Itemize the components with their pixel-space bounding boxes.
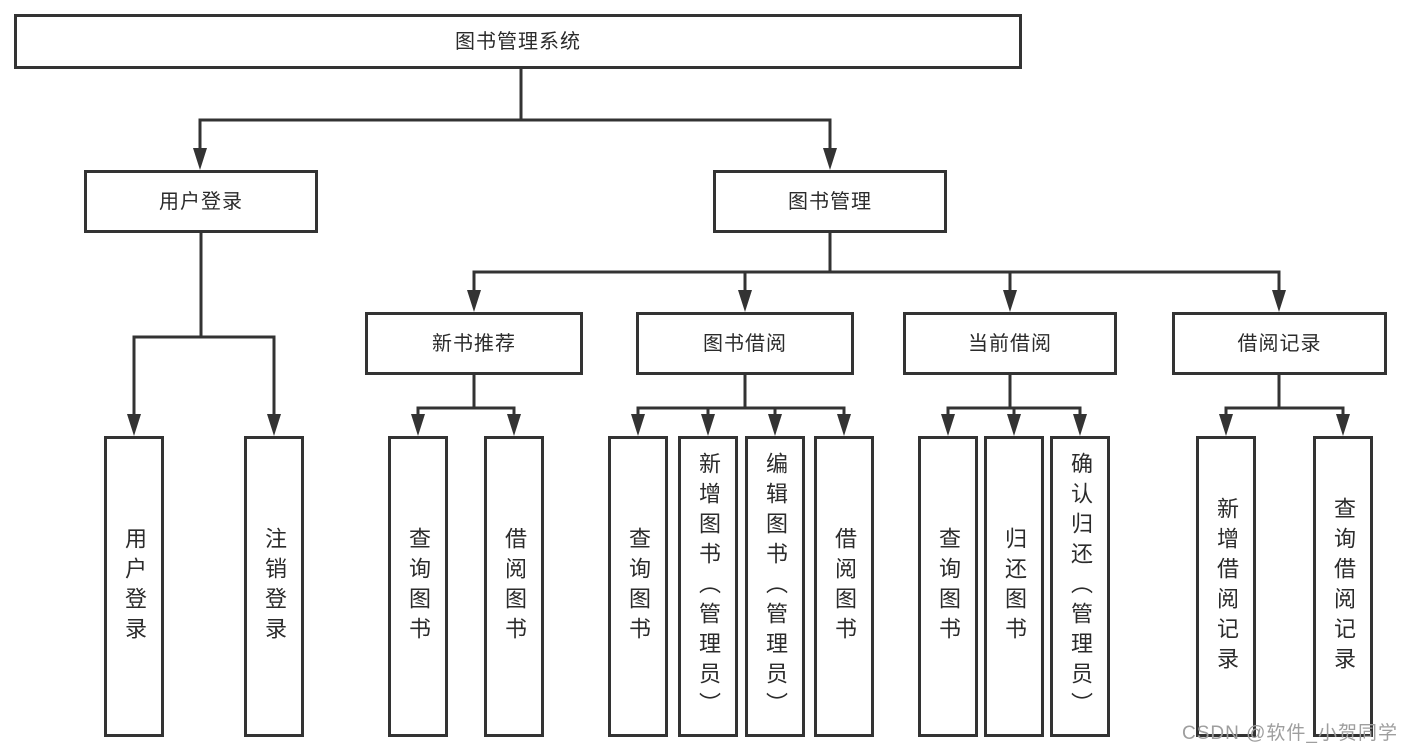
node-book-borrowing: 图书借阅 bbox=[636, 312, 854, 375]
leaf-confirm-return-admin: 确认归还（管理员） bbox=[1050, 436, 1110, 737]
node-new-book-recommend: 新书推荐 bbox=[365, 312, 583, 375]
leaf-logout: 注销登录 bbox=[244, 436, 304, 737]
leaf-borrow-books-recommend: 借阅图书 bbox=[484, 436, 544, 737]
leaf-return-books: 归还图书 bbox=[984, 436, 1044, 737]
node-book-management: 图书管理 bbox=[713, 170, 947, 233]
leaf-add-books-admin: 新增图书（管理员） bbox=[678, 436, 738, 737]
leaf-borrow-books-borrowing: 借阅图书 bbox=[814, 436, 874, 737]
leaf-query-borrow-record: 查询借阅记录 bbox=[1313, 436, 1373, 737]
leaf-query-books-recommend: 查询图书 bbox=[388, 436, 448, 737]
node-current-borrowing: 当前借阅 bbox=[903, 312, 1117, 375]
leaf-add-borrow-record: 新增借阅记录 bbox=[1196, 436, 1256, 737]
node-user-login: 用户登录 bbox=[84, 170, 318, 233]
leaf-query-books-borrowing: 查询图书 bbox=[608, 436, 668, 737]
leaf-edit-books-admin: 编辑图书（管理员） bbox=[745, 436, 805, 737]
csdn-watermark: CSDN @软件_小贺同学 bbox=[1182, 723, 1398, 744]
node-borrowing-records: 借阅记录 bbox=[1172, 312, 1387, 375]
leaf-query-books-current: 查询图书 bbox=[918, 436, 978, 737]
leaf-user-login: 用户登录 bbox=[104, 436, 164, 737]
node-root-library-system: 图书管理系统 bbox=[14, 14, 1022, 69]
